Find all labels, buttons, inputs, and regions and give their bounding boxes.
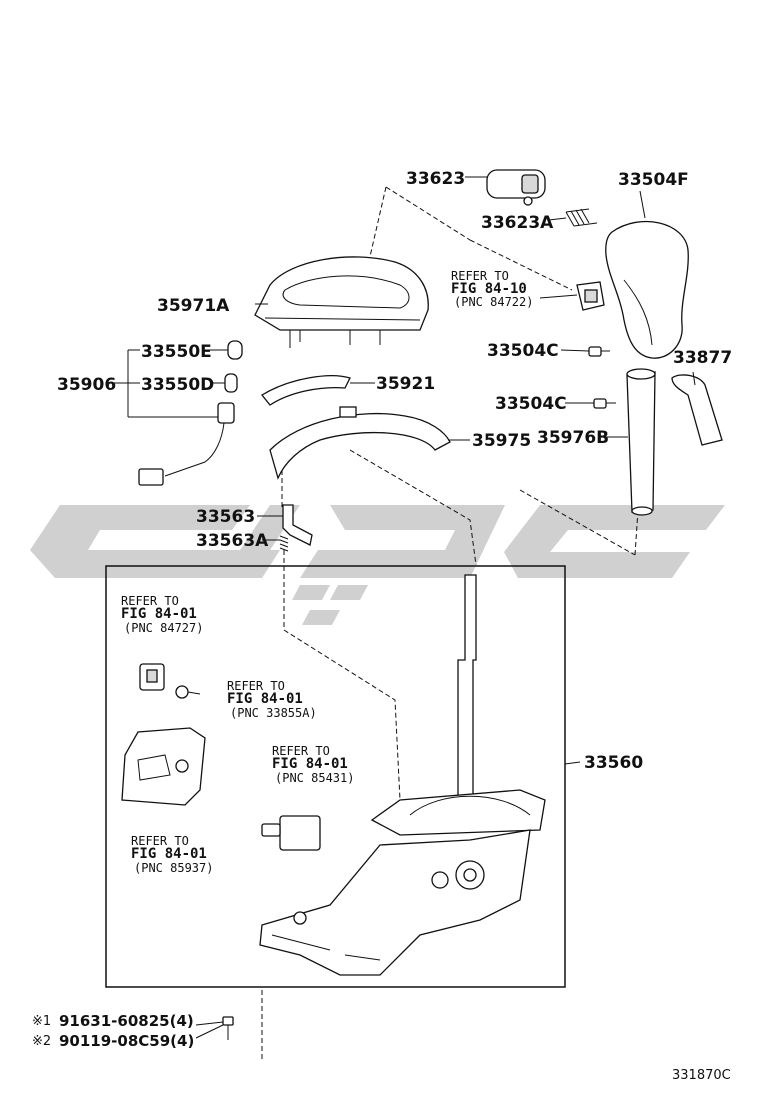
label-33504C-upper: 33504C [487,341,559,361]
svg-text:FIG 84-01: FIG 84-01 [227,691,303,707]
svg-text:REFER TO: REFER TO [131,834,189,848]
part-84722-switch [576,281,605,311]
label-33560: 33560 [584,753,643,773]
part-33504F-knob [605,220,689,359]
svg-text:(PNC 33855A): (PNC 33855A) [230,706,317,720]
part-33560-shift-lever [259,574,546,976]
label-35906: 35906 [57,375,116,395]
watermark [30,505,725,625]
svg-text:(PNC 85431): (PNC 85431) [275,771,354,785]
label-33877: 33877 [673,348,732,368]
part-35906-harness [138,402,235,486]
part-85937-bracket [121,727,206,806]
note-mark-1: ※1 [32,1014,51,1029]
label-35975: 35975 [472,431,531,451]
note-text-1: 91631-60825(4) [59,1012,194,1030]
svg-text:(PNC 84722): (PNC 84722) [454,295,533,309]
label-33563: 33563 [196,507,255,527]
svg-text:FIG 84-01: FIG 84-01 [131,846,207,862]
part-33550D-bulb [224,373,238,393]
part-33504C-screw-2 [593,398,616,409]
assembly-33560-frame [105,565,566,988]
svg-text:REFER TO: REFER TO [227,679,285,693]
label-33504C-lower: 33504C [495,394,567,414]
refer-note-84727: REFER TO FIG 84-01 (PNC 84727) [121,594,203,635]
diagram-code: 331870C [672,1068,731,1083]
part-35921-plate [261,375,351,406]
svg-text:FIG 84-01: FIG 84-01 [121,606,197,622]
fastener-notes: ※1 91631-60825(4) ※2 90119-08C59(4) [32,1012,194,1050]
part-35975-indicator [269,406,451,480]
part-33563A-spring [279,535,289,552]
fastener-bolt [222,1016,234,1040]
part-33504C-screw-1 [588,346,610,357]
assembly-lines [261,186,639,1060]
label-33623A: 33623A [481,213,554,233]
svg-text:FIG 84-10: FIG 84-10 [451,281,527,297]
part-33623A-spring [565,208,598,227]
note-text-2: 90119-08C59(4) [59,1032,194,1050]
label-33550E: 33550E [141,342,212,362]
refer-note-85431: REFER TO FIG 84-01 (PNC 85431) [272,744,354,785]
part-labels: 33623 33623A 33504F 35971A 33550E 35906 … [57,169,732,773]
leader-lines [107,176,696,1039]
label-35971A: 35971A [157,296,230,316]
part-33877-clip [671,374,723,446]
part-84727-sensor [139,663,165,691]
refer-note-84722: REFER TO FIG 84-10 (PNC 84722) [451,269,533,309]
refer-note-85937: REFER TO FIG 84-01 (PNC 85937) [131,834,213,875]
part-33855A-bolt [175,685,201,699]
label-33563A: 33563A [196,531,269,551]
note-mark-2: ※2 [32,1034,51,1049]
svg-text:(PNC 84727): (PNC 84727) [124,621,203,635]
svg-text:(PNC 85937): (PNC 85937) [134,861,213,875]
label-35921: 35921 [376,374,435,394]
svg-text:REFER TO: REFER TO [121,594,179,608]
label-35976B: 35976B [537,428,609,448]
label-33504F: 33504F [618,170,689,190]
svg-text:FIG 84-01: FIG 84-01 [272,756,348,772]
part-35971A-bezel [254,256,429,348]
part-33563-pin [282,504,313,546]
part-85431-module [261,815,321,851]
label-33550D: 33550D [141,375,214,395]
svg-text:REFER TO: REFER TO [451,269,509,283]
svg-text:REFER TO: REFER TO [272,744,330,758]
label-33623: 33623 [406,169,465,189]
refer-note-33855A: REFER TO FIG 84-01 (PNC 33855A) [227,679,317,720]
part-33623-button [486,169,546,206]
part-35976B-cover [626,368,656,516]
part-33550E-bulb [227,340,243,360]
